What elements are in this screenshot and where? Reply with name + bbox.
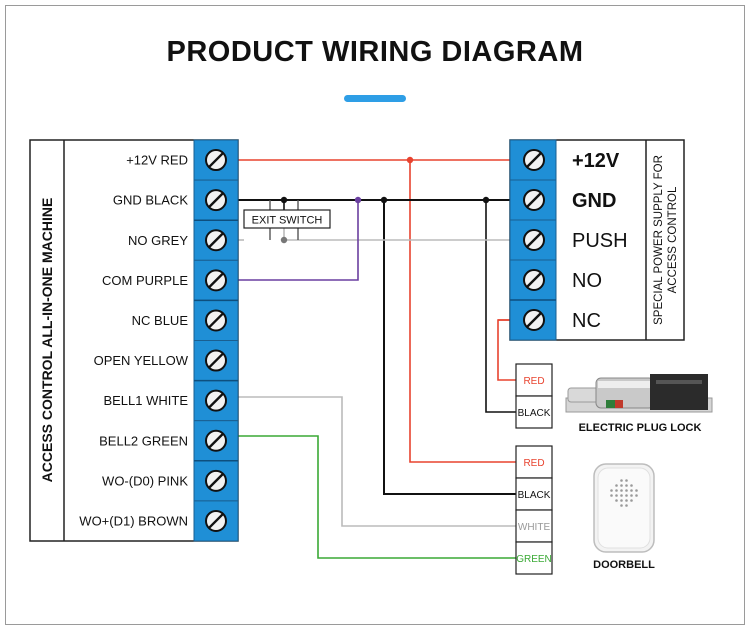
title-underline [344,95,406,102]
connector-wire-label: RED [523,458,544,469]
terminal-screw-icon [205,189,227,212]
controller-terminal-label: NC BLUE [132,313,189,328]
terminal-screw-icon [205,269,227,292]
page-title: PRODUCT WIRING DIAGRAM [166,36,584,68]
doorbell-name: DOORBELL [593,559,655,571]
exit-switch-label: EXIT SWITCH [252,215,323,227]
terminal-screw-icon [523,309,545,331]
terminal-screw-icon [205,509,227,532]
terminal-screw-icon [205,429,227,452]
connector-wire-label: BLACK [518,408,551,419]
terminal-screw-icon [205,389,227,412]
power-supply-name-line1: SPECIAL POWER SUPPLY FOR [653,155,665,325]
wire-junction-dot [280,196,288,204]
controller-terminal-label: COM PURPLE [102,273,188,288]
terminal-screw-icon [205,309,227,332]
connector-wire-label: GREEN [516,554,552,565]
lock-connector: RED BLACK [515,363,553,429]
power-supply-panel: SPECIAL POWER SUPPLY FOR ACCESS CONTROL … [509,139,685,341]
terminal-screw-icon [205,469,227,492]
wire-junction-dot [280,236,288,244]
connector-wire-label: RED [523,376,544,387]
wire-bell1-white [238,396,516,527]
electric-lock-icon [565,374,713,413]
controller-terminal-label: GND BLACK [113,193,188,208]
wire-red-doorbell [409,160,516,463]
terminal-screw-icon [523,149,545,171]
controller-terminal-label: BELL1 WHITE [103,393,188,408]
diagram-frame [5,5,745,625]
doorbell-connector: RED BLACK WHITE GREEN [515,445,553,575]
wire-black-doorbell [383,200,516,495]
terminal-screw-icon [205,229,227,252]
controller-terminal-label: BELL2 GREEN [99,433,188,448]
power-supply-terminal-label: NC [572,310,601,332]
controller-name: ACCESS CONTROL ALL-IN-ONE MACHINE [39,198,55,483]
power-supply-terminal-label: PUSH [572,230,628,252]
power-supply-terminal-label: +12V [572,150,620,172]
wire-bell2-green [238,435,516,559]
wire-black-lock [485,200,516,413]
terminal-screw-icon [205,149,227,172]
wire-nc-lock-red [497,319,516,381]
wire-junction-dot [380,196,388,204]
controller-terminal-label: +12V RED [126,153,188,168]
connector-wire-label: WHITE [518,522,551,533]
controller-terminal-label: WO-(D0) PINK [102,473,188,488]
wire-junction-dot [406,156,414,164]
controller-panel: ACCESS CONTROL ALL-IN-ONE MACHINE +12V R… [29,139,239,542]
controller-terminal-label: NO GREY [128,233,188,248]
wire-junction-dot [482,196,490,204]
power-supply-terminal-label: NO [572,270,602,292]
doorbell-icon [593,463,655,553]
terminal-screw-icon [523,229,545,251]
controller-terminal-label: OPEN YELLOW [94,353,189,368]
power-supply-terminal-label: GND [572,190,616,212]
power-supply-name-line2: ACCESS CONTROL [667,186,679,293]
terminal-screw-icon [205,349,227,372]
terminal-screw-icon [523,269,545,291]
wire-no-grey [283,228,510,241]
wire-junction-dot [354,196,362,204]
wires-layer [238,159,516,559]
exit-switch: EXIT SWITCH [243,200,331,240]
connector-wire-label: BLACK [518,490,551,501]
wire-com-purple [238,200,359,281]
controller-terminal-label: WO+(D1) BROWN [79,513,188,528]
lock-name: ELECTRIC PLUG LOCK [579,422,702,434]
terminal-screw-icon [523,189,545,211]
